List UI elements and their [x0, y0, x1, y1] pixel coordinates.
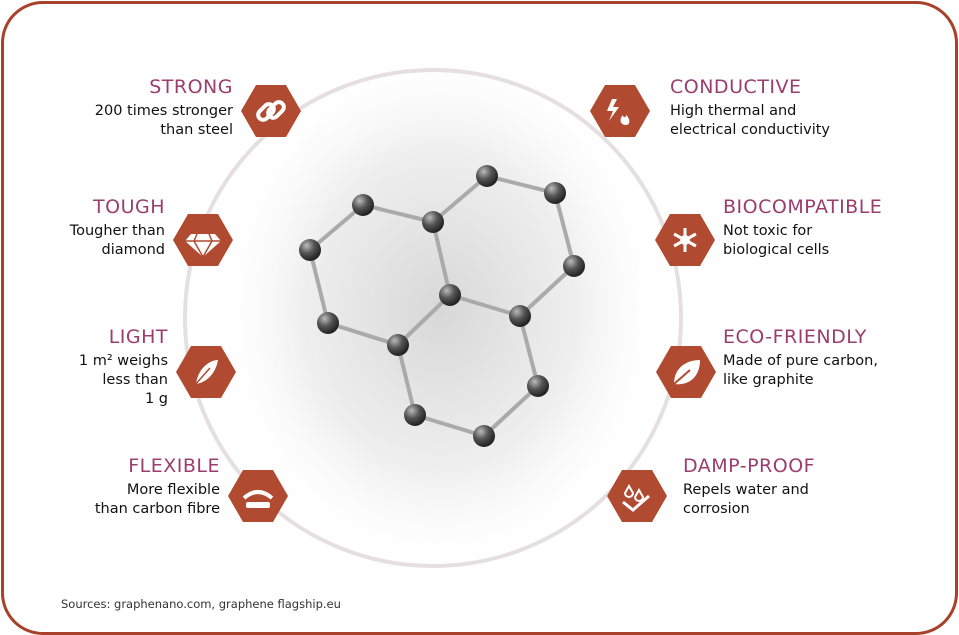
carbon-bond: [486, 174, 556, 195]
carbon-bond: [308, 203, 365, 252]
feature-title: TOUGH: [93, 196, 165, 218]
carbon-atom: [352, 194, 374, 216]
feature-strong: STRONG 200 times stronger than steel: [3, 76, 233, 140]
carbon-bond: [396, 293, 452, 347]
diamond-icon: [173, 214, 233, 266]
feature-title: ECO-FRIENDLY: [723, 326, 867, 348]
feature-biocompatible: BIOCOMPATIBLE Not toxic for biological cel…: [723, 196, 953, 260]
carbon-atom: [563, 255, 585, 277]
feature-title: LIGHT: [108, 326, 168, 348]
carbon-bond: [414, 413, 485, 438]
description-line: Made of pure carbon,: [723, 353, 878, 369]
description-line: biological cells: [723, 242, 830, 258]
feature-description: Not toxic for biological cells: [723, 222, 953, 260]
hexagon-badge: [656, 346, 716, 398]
carbon-bond: [449, 293, 521, 318]
hexagon-badge: [173, 214, 233, 266]
description-line: than carbon fibre: [94, 501, 220, 517]
carbon-bond: [431, 221, 452, 296]
arc-ring: [183, 68, 683, 568]
flex-bend-icon: [228, 470, 288, 522]
feature-tough: TOUGH Tougher than diamond: [0, 196, 165, 260]
feature-damp-proof: DAMP-PROOF Repels water and corrosion: [683, 455, 913, 519]
carbon-bond: [396, 344, 417, 416]
chain-link-icon: [241, 85, 301, 137]
feature-title: BIOCOMPATIBLE: [723, 196, 883, 218]
hexagon-badge: [607, 470, 667, 522]
description-line: Tougher than: [69, 223, 165, 239]
description-line: less than: [102, 372, 168, 388]
carbon-bond: [518, 264, 576, 318]
carbon-bond: [518, 315, 540, 387]
description-line: 1 m² weighs: [78, 353, 168, 369]
feature-title: FLEXIBLE: [128, 455, 220, 477]
carbon-atom: [527, 375, 549, 397]
background-glow: [210, 40, 670, 580]
description-line: High thermal and: [670, 103, 797, 119]
lightning-flame-icon: [590, 85, 650, 137]
hexagon-badge: [228, 470, 288, 522]
carbon-atom: [473, 425, 495, 447]
description-line: 1 g: [144, 391, 168, 407]
feature-description: 200 times stronger than steel: [3, 102, 233, 140]
carbon-atom: [476, 165, 498, 187]
carbon-atom: [299, 239, 321, 261]
carbon-atom: [509, 305, 531, 327]
description-line: Not toxic for: [723, 223, 813, 239]
sources-note: Sources: graphenano.com, graphene flagsh…: [61, 597, 341, 611]
feature-description: Repels water and corrosion: [683, 481, 913, 519]
cell-icon: [655, 214, 715, 266]
description-line: More flexible: [126, 482, 220, 498]
feature-description: Tougher than diamond: [0, 222, 165, 260]
carbon-bond: [308, 249, 330, 324]
hexagon-badge: [241, 85, 301, 137]
description-line: 200 times stronger: [94, 103, 233, 119]
carbon-atom: [422, 211, 444, 233]
feather-icon: [176, 346, 236, 398]
feature-eco-friendly: ECO-FRIENDLY Made of pure carbon, like gra…: [723, 326, 953, 390]
carbon-atom: [317, 312, 339, 334]
carbon-bond: [431, 174, 489, 224]
feature-description: More flexible than carbon fibre: [0, 481, 220, 519]
feature-description: 1 m² weighs less than 1 g: [0, 352, 168, 409]
feature-light: LIGHT 1 m² weighs less than 1 g: [0, 326, 168, 409]
hexagon-badge: [176, 346, 236, 398]
feature-conductive: CONDUCTIVE High thermal and electrical con…: [670, 76, 900, 140]
water-drops-icon: [607, 470, 667, 522]
description-line: corrosion: [683, 501, 750, 517]
feature-flexible: FLEXIBLE More flexible than carbon fibre: [0, 455, 220, 519]
carbon-atom: [439, 284, 461, 306]
carbon-atom: [544, 182, 566, 204]
feature-title: DAMP-PROOF: [683, 455, 816, 477]
carbon-bond: [362, 203, 434, 224]
leaf-icon: [656, 346, 716, 398]
description-line: than steel: [160, 122, 233, 138]
description-line: electrical conductivity: [670, 122, 831, 138]
feature-title: STRONG: [149, 76, 233, 98]
carbon-atom: [387, 334, 409, 356]
feature-description: High thermal and electrical conductivity: [670, 102, 900, 140]
feature-title: CONDUCTIVE: [670, 76, 802, 98]
carbon-atom: [404, 404, 426, 426]
description-line: like graphite: [723, 372, 814, 388]
description-line: diamond: [101, 242, 165, 258]
carbon-bond: [553, 192, 576, 267]
hexagon-badge: [655, 214, 715, 266]
hexagon-badge: [590, 85, 650, 137]
description-line: Repels water and: [683, 482, 809, 498]
carbon-bond: [327, 321, 399, 347]
carbon-bond: [482, 384, 540, 438]
feature-description: Made of pure carbon, like graphite: [723, 352, 953, 390]
